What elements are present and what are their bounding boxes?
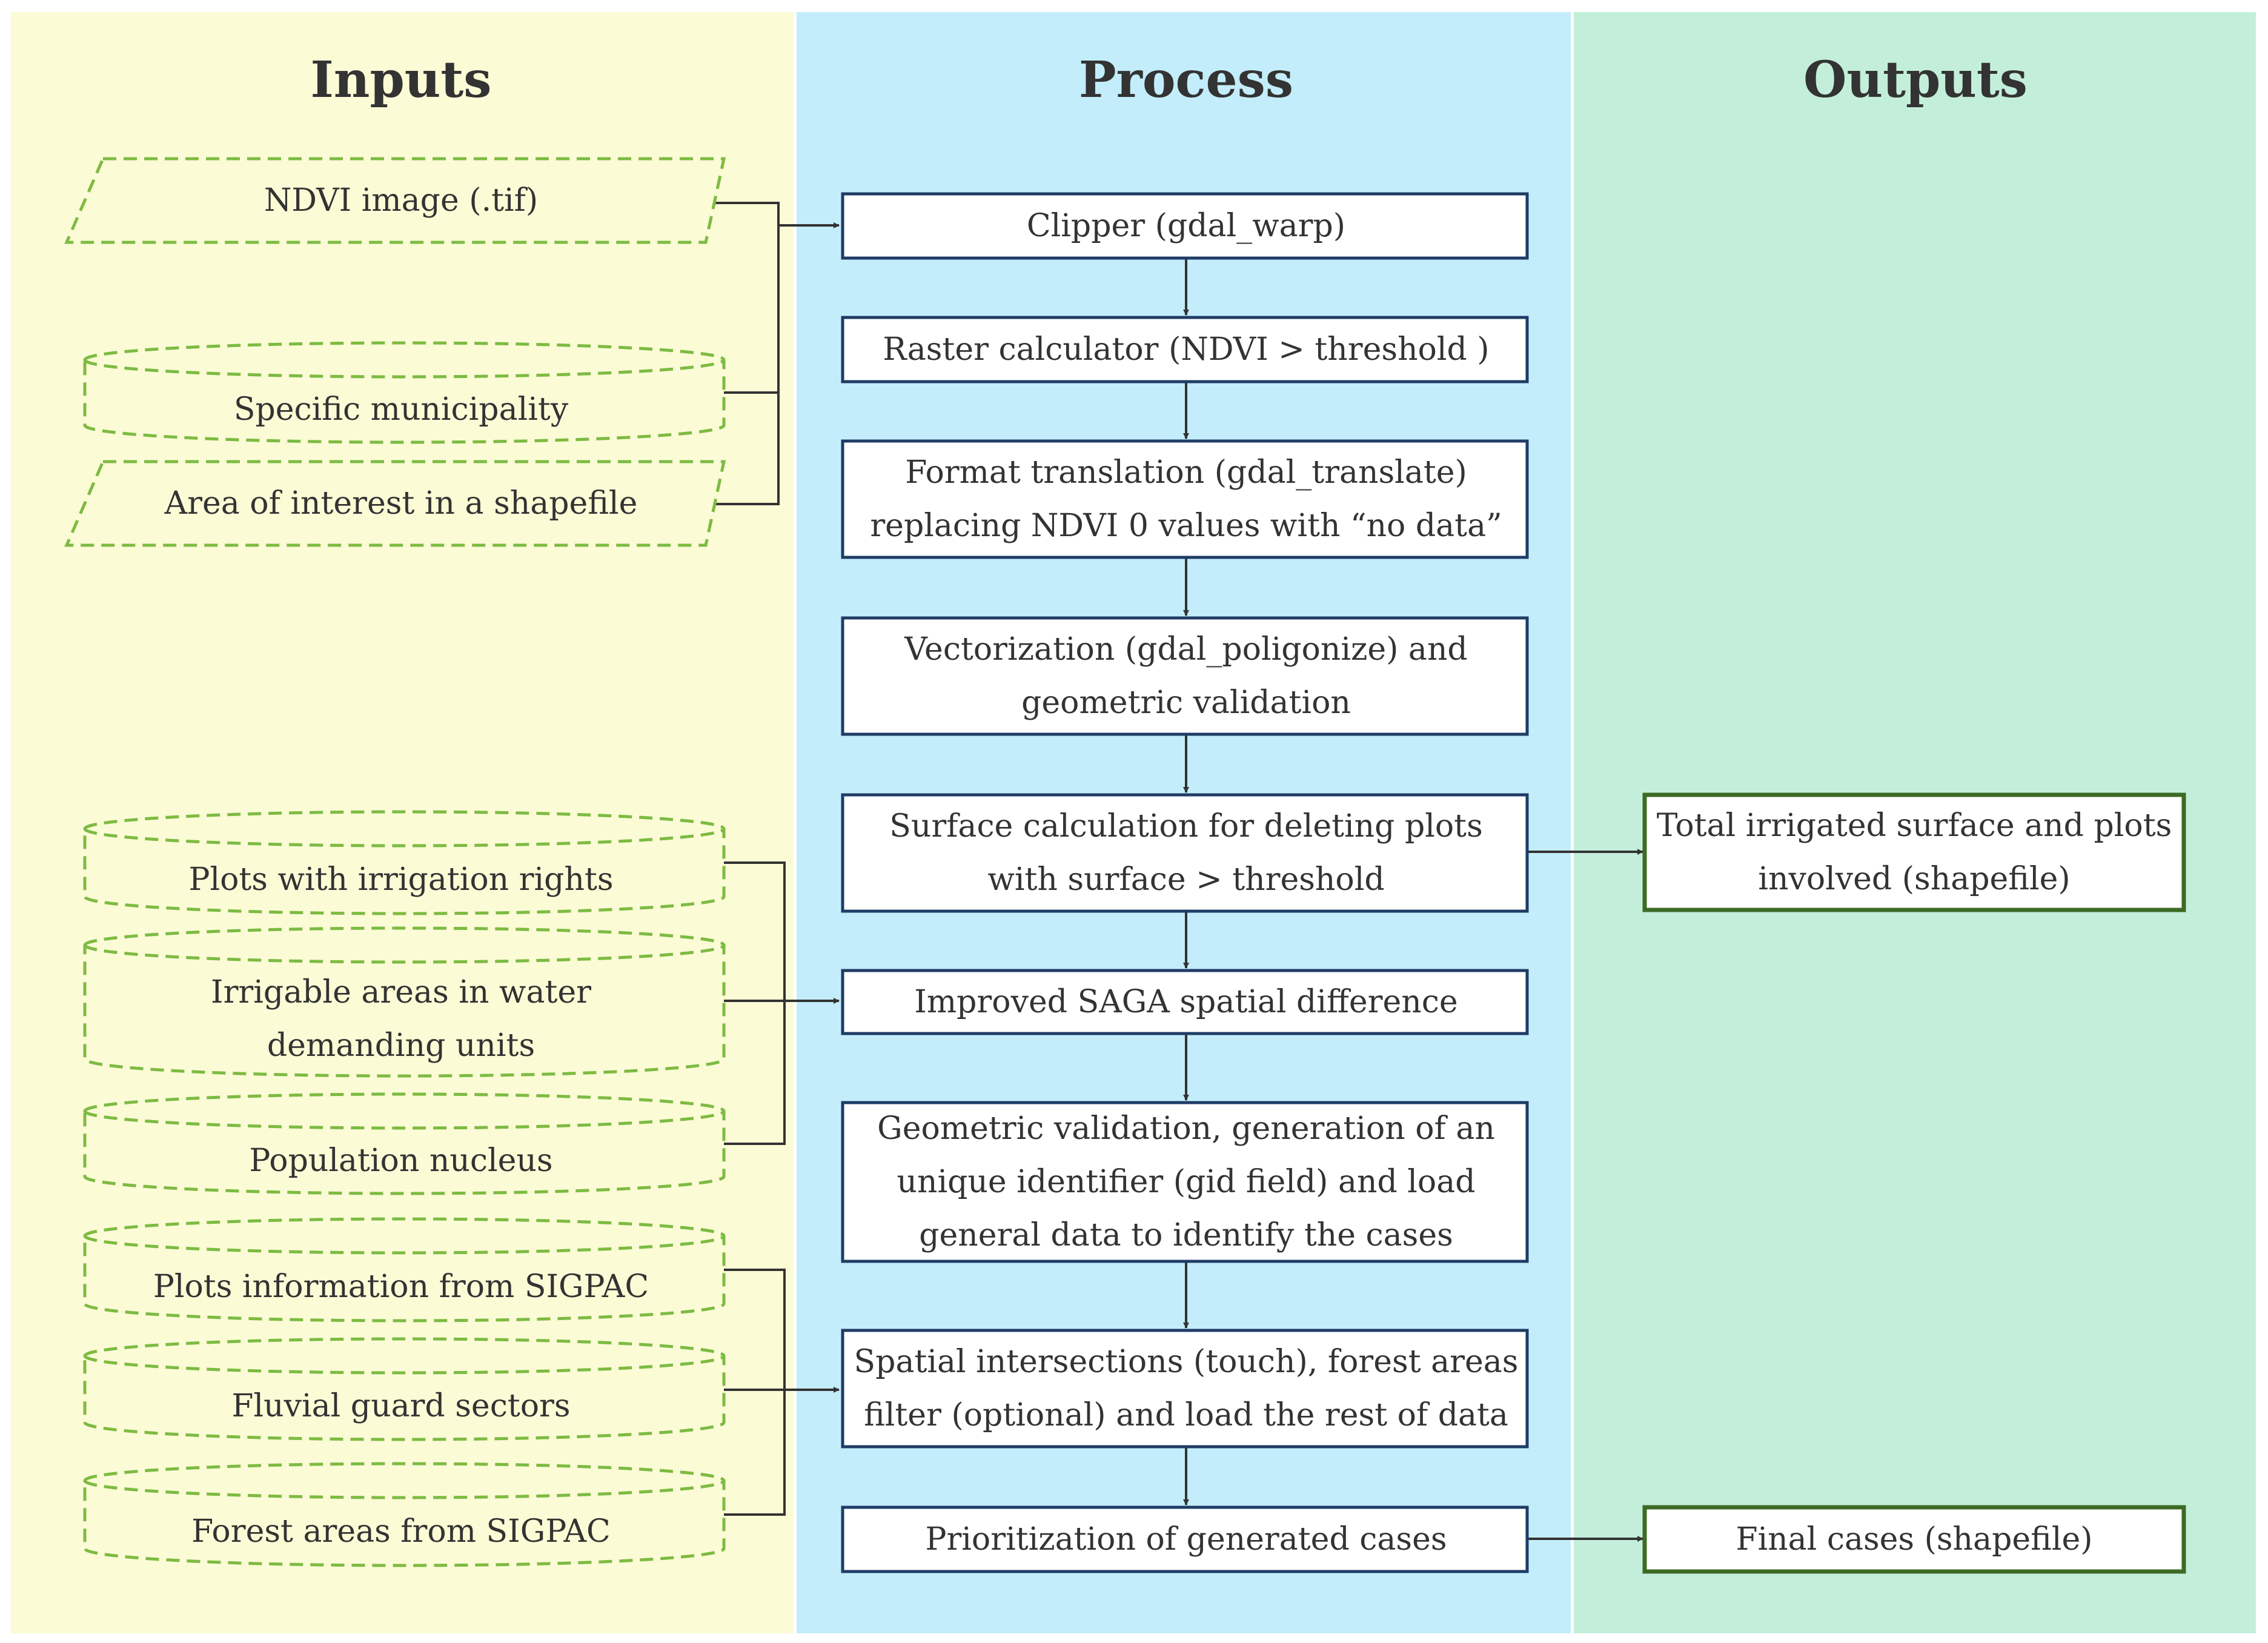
process-prioritization-box	[841, 1505, 1529, 1573]
process-raster-calculator-box	[841, 316, 1529, 383]
process-clipper-label-line: Clipper (gdal_warp)	[1027, 208, 1345, 244]
process-vectorization-box	[841, 616, 1529, 736]
process-geometric-validation-box	[841, 1101, 1529, 1263]
input-forest-areas-sigpac-label-line: Forest areas from SIGPAC	[191, 1513, 611, 1550]
process-boxes: Clipper (gdal_warp) Raster calculator (ND…	[841, 192, 1529, 1573]
output-total-irrigated-surface-box	[1642, 792, 2186, 912]
input-population-nucleus: Population nucleus	[83, 1092, 726, 1195]
output-boxes: Total irrigated surface and plots involve…	[1642, 792, 2186, 1574]
process-format-translation: Format translation (gdal_translate)repla…	[841, 439, 1529, 559]
process-surface-calculation: Surface calculation for deleting plots wi…	[841, 793, 1529, 913]
input-area-of-interest: Area of interest in a shapefile	[64, 460, 726, 547]
input-specific-municipality-label-line: Specific municipality	[234, 391, 569, 428]
connector-sigpac-plots	[724, 1269, 786, 1516]
process-prioritization: Prioritization of generated cases	[841, 1505, 1529, 1573]
process-geometric-validation: Geometric validation, generation of an un…	[841, 1101, 1529, 1263]
output-total-irrigated-surface-label-line: Total irrigated surface and plots	[1657, 808, 2172, 844]
process-clipper-box	[841, 192, 1529, 260]
process-spatial-intersections: Spatial intersections (touch), forest ar…	[841, 1329, 1529, 1449]
connector-irrigation-rights	[724, 861, 786, 1145]
process-spatial-intersections-box	[841, 1329, 1529, 1449]
process-spatial-intersections-label-line: filter (optional) and load the rest of d…	[864, 1397, 1508, 1433]
input-population-nucleus-label-line: Population nucleus	[249, 1143, 552, 1179]
input-ndvi-image: NDVI image (.tif)	[64, 157, 726, 244]
input-forest-areas-sigpac-shape-rim	[83, 1480, 726, 1499]
input-fluvial-guard-sectors-shape-rim	[83, 1355, 726, 1375]
process-geometric-validation-label-line: unique identifier (gid field) and load	[897, 1164, 1476, 1200]
input-irrigable-areas: Irrigable areas in water demanding units	[83, 926, 726, 1078]
input-forest-areas-sigpac-shape	[83, 1462, 726, 1567]
process-column-title: Process	[1079, 51, 1293, 109]
input-ndvi-image-shape	[64, 157, 726, 244]
input-fluvial-guard-sectors-shape	[83, 1337, 726, 1441]
input-irrigable-areas-shape-rim	[83, 944, 726, 964]
input-population-nucleus-shape-rim	[83, 1110, 726, 1130]
process-clipper: Clipper (gdal_warp)	[841, 192, 1529, 260]
input-population-nucleus-shape	[83, 1092, 726, 1195]
input-area-of-interest-shape	[64, 460, 726, 547]
process-prioritization-label-line: Prioritization of generated cases	[925, 1521, 1447, 1558]
input-irrigable-areas-label-line: Irrigable areas in water	[211, 974, 591, 1011]
input-irrigable-areas-shape	[83, 926, 726, 1078]
process-format-translation-label-line: Format translation (gdal_translate)	[905, 454, 1467, 491]
process-raster-calculator: Raster calculator (NDVI > threshold )	[841, 316, 1529, 383]
process-raster-calculator-label-line: Raster calculator (NDVI > threshold )	[883, 331, 1489, 368]
connector-ndvi-image	[709, 202, 780, 225]
process-geometric-validation-label-line: general data to identify the cases	[919, 1217, 1453, 1253]
process-format-translation-label-line: replacing NDVI 0 values with “no data”	[870, 508, 1502, 544]
process-geometric-validation-label-line: Geometric validation, generation of an	[877, 1110, 1495, 1147]
input-plots-information-sigpac: Plots information from SIGPAC	[83, 1217, 726, 1323]
outputs-column-title: Outputs	[1803, 51, 2028, 109]
input-fluvial-guard-sectors: Fluvial guard sectors	[83, 1337, 726, 1441]
input-area-of-interest-label-line: Area of interest in a shapefile	[164, 485, 638, 522]
input-specific-municipality-shape	[83, 341, 726, 444]
input-plots-information-sigpac-shape	[83, 1217, 726, 1323]
process-format-translation-box	[841, 439, 1529, 559]
input-fluvial-guard-sectors-label-line: Fluvial guard sectors	[231, 1388, 570, 1424]
input-specific-municipality: Specific municipality	[83, 341, 726, 444]
input-plots-irrigation-rights-shape-rim	[83, 828, 726, 848]
input-plots-irrigation-rights-label-line: Plots with irrigation rights	[188, 861, 613, 898]
output-total-irrigated-surface-label-line: involved (shapefile)	[1758, 861, 2070, 897]
input-plots-information-sigpac-label-line: Plots information from SIGPAC	[153, 1269, 649, 1305]
process-vectorization: Vectorization (gdal_poligonize) and geome…	[841, 616, 1529, 736]
process-surface-calculation-box	[841, 793, 1529, 913]
process-surface-calculation-label-line: Surface calculation for deleting plots	[889, 808, 1483, 845]
input-plots-irrigation-rights: Plots with irrigation rights	[83, 810, 726, 915]
input-ndvi-image-label-line: NDVI image (.tif)	[264, 182, 538, 219]
output-final-cases-label-line: Final cases (shapefile)	[1736, 1521, 2092, 1558]
process-saga-spatial-difference-box	[841, 969, 1529, 1035]
inputs-column-title: Inputs	[311, 51, 492, 109]
process-saga-spatial-difference-label-line: Improved SAGA spatial difference	[914, 984, 1457, 1020]
input-irrigable-areas-label-line: demanding units	[267, 1027, 535, 1064]
output-final-cases-box	[1642, 1505, 2186, 1574]
connectors	[709, 202, 1643, 1542]
process-vectorization-label-line: geometric validation	[1021, 685, 1351, 721]
input-plots-irrigation-rights-shape	[83, 810, 726, 915]
output-total-irrigated-surface: Total irrigated surface and plots involve…	[1642, 792, 2186, 912]
process-saga-spatial-difference: Improved SAGA spatial difference	[841, 969, 1529, 1035]
connector-area-of-interest	[709, 225, 780, 505]
output-final-cases: Final cases (shapefile)	[1642, 1505, 2186, 1574]
process-spatial-intersections-label-line: Spatial intersections (touch), forest ar…	[854, 1344, 1519, 1380]
process-vectorization-label-line: Vectorization (gdal_poligonize) and	[904, 631, 1467, 668]
input-forest-areas-sigpac: Forest areas from SIGPAC	[83, 1462, 726, 1567]
input-shapes: NDVI image (.tif) Specific municipalityAr…	[64, 157, 726, 1567]
input-specific-municipality-shape-rim	[83, 359, 726, 379]
input-plots-information-sigpac-shape-rim	[83, 1235, 726, 1255]
process-surface-calculation-label-line: with surface > threshold	[987, 861, 1384, 898]
